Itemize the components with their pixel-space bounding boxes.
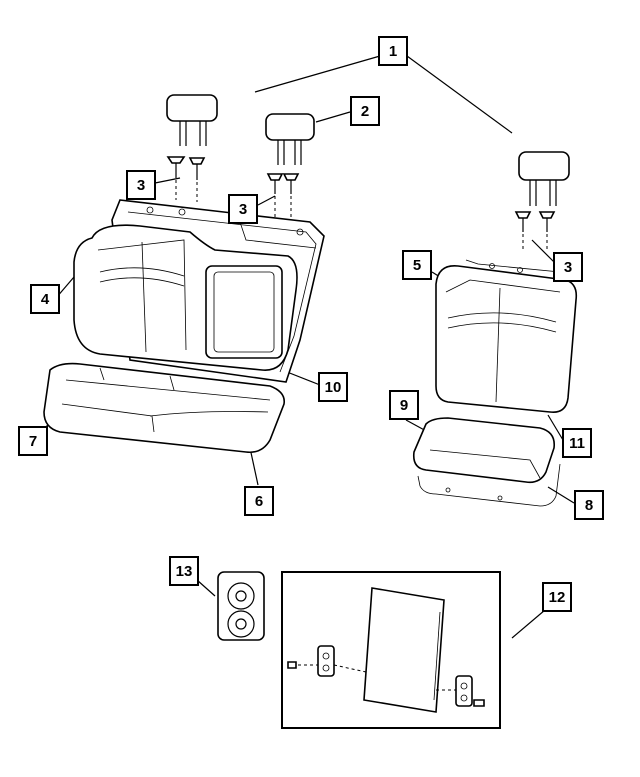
- headrest-guides: [166, 156, 556, 252]
- callout-3-right: 3: [553, 252, 583, 282]
- seat-back-cover-left: [73, 224, 298, 371]
- callout-8: 8: [574, 490, 604, 520]
- seat-back-right: [435, 259, 578, 414]
- callout-3-center: 3: [228, 194, 258, 224]
- callout-10: 10: [318, 372, 348, 402]
- callout-3-left: 3: [126, 170, 156, 200]
- seat-cushion-right: [412, 417, 561, 507]
- armrest-detail-box: [281, 571, 501, 729]
- callout-13: 13: [169, 556, 199, 586]
- callout-6: 6: [244, 486, 274, 516]
- callout-4: 4: [30, 284, 60, 314]
- headrest-left: [166, 94, 218, 146]
- headrest-center: [265, 113, 315, 165]
- callout-1: 1: [378, 36, 408, 66]
- seat-cushion-left: [43, 362, 286, 454]
- cupholder-insert: [217, 571, 265, 641]
- callout-11: 11: [562, 428, 592, 458]
- callout-9: 9: [389, 390, 419, 420]
- callout-5: 5: [402, 250, 432, 280]
- leader-lines: [42, 55, 575, 639]
- headrest-right: [518, 151, 570, 206]
- callout-7: 7: [18, 426, 48, 456]
- callout-12: 12: [542, 582, 572, 612]
- callout-2: 2: [350, 96, 380, 126]
